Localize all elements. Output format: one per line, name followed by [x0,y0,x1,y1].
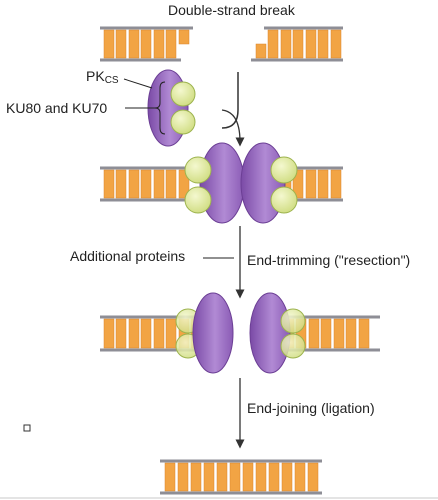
ku70-left-bound [184,186,212,214]
pkcs-label: PKCS [86,68,119,86]
dna-joined [160,459,322,495]
ku80-left-bound [184,156,212,184]
ku80-right-bound [270,156,298,184]
dna-left-fragment-top [100,26,193,62]
ku80-legend-icon [170,81,196,107]
down-arrow-icon [221,72,239,129]
ku70-legend-icon [170,109,196,135]
ku-label: KU80 and KU70 [6,100,108,116]
pkcs-label-main: PK [86,68,105,84]
additional-proteins-label: Additional proteins [70,248,186,264]
small-square-mark [23,424,31,432]
ku70-right-bound [270,186,298,214]
resection-step-label: End-trimming ("resection") [247,252,411,268]
diagram-title: Double-strand break [168,2,295,18]
dna-left-fragment-bound [100,166,200,202]
ligation-step-label: End-joining (ligation) [247,400,375,416]
pkcs-label-sub: CS [104,75,119,86]
dnapk-right-resected [249,292,291,374]
ku70-right-resected [280,333,306,359]
dnapk-left-bound [199,142,245,224]
dnapk-left-resected [192,292,234,374]
ku80-right-resected [280,308,306,334]
pk-leader-line [123,78,153,89]
curved-arrow-icon [221,109,245,147]
dna-right-fragment-top [251,26,343,62]
